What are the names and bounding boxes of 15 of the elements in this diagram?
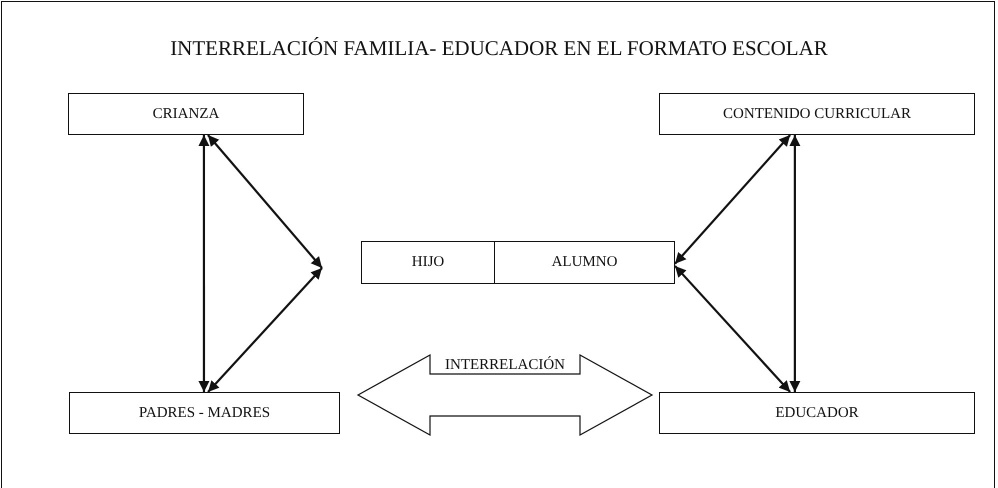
double-block-arrow bbox=[356, 354, 654, 436]
diagram-title: INTERRELACIÓN FAMILIA- EDUCADOR EN EL FORMATO ESCOLAR bbox=[169, 36, 829, 61]
process-box: PADRES - MADRES bbox=[69, 392, 340, 434]
process-box: CONTENIDO CURRICULAR bbox=[659, 93, 975, 135]
process-box: CRIANZA bbox=[68, 93, 304, 135]
process-box: HIJO bbox=[361, 241, 495, 284]
process-box: ALUMNO bbox=[494, 241, 675, 284]
edge-label: INTERRELACIÓN bbox=[445, 357, 565, 374]
double-arrow bbox=[207, 267, 323, 393]
double-arrow bbox=[674, 134, 791, 265]
double-arrow bbox=[198, 135, 210, 392]
double-arrow bbox=[674, 265, 791, 393]
process-box: EDUCADOR bbox=[659, 392, 975, 434]
double-arrow bbox=[207, 134, 323, 269]
double-arrow bbox=[789, 135, 800, 392]
